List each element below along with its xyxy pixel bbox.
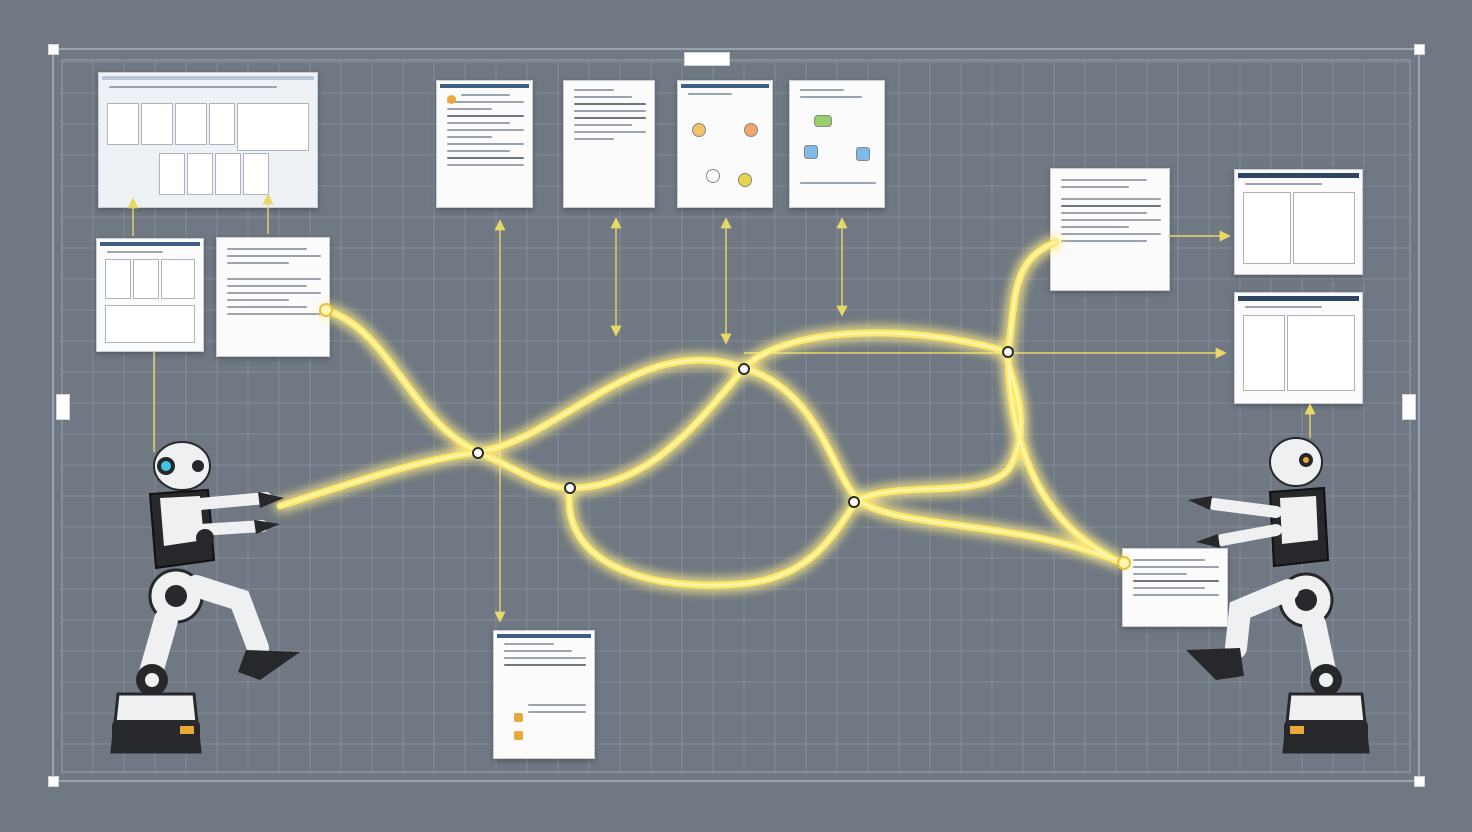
table-screenshot-card-2[interactable]	[1234, 292, 1363, 404]
junction-node-icon	[738, 363, 750, 375]
text-document-card-3[interactable]	[563, 80, 655, 208]
path-endpoint-icon	[319, 303, 333, 317]
junction-node-icon	[848, 496, 860, 508]
frame-handle-top-left[interactable]	[48, 44, 59, 55]
workflow-path-core	[324, 308, 1010, 490]
text-document-card-4[interactable]	[1050, 168, 1170, 291]
frame-handle-bottom-right[interactable]	[1414, 776, 1425, 787]
workflow-glow-paths	[276, 238, 1124, 589]
table-screenshot-card-1[interactable]	[1234, 169, 1363, 275]
workflow-path	[565, 238, 1060, 589]
junction-nodes	[319, 303, 1131, 570]
frame-handle-top-center[interactable]	[684, 52, 730, 66]
robot-icon	[110, 441, 300, 754]
path-endpoint-icon	[1117, 556, 1131, 570]
text-document-card-6[interactable]	[493, 630, 595, 759]
text-document-card-1[interactable]	[216, 237, 330, 357]
diagram-document-card-1[interactable]	[677, 80, 773, 208]
workflow-path-core	[1006, 350, 1122, 564]
frame-handle-top-right[interactable]	[1414, 44, 1425, 55]
text-document-card-5[interactable]	[1122, 548, 1228, 627]
workflow-path-core	[567, 240, 1058, 587]
junction-node-icon	[1002, 346, 1014, 358]
robot-icon	[1186, 437, 1370, 754]
frame-handle-left[interactable]	[56, 394, 70, 420]
text-document-card-2[interactable]	[436, 80, 533, 208]
workflow-path	[276, 356, 1124, 566]
connector-arrows	[127, 193, 1316, 623]
canvas-frame	[52, 48, 1420, 782]
junction-node-icon	[472, 447, 484, 459]
dashboard-screenshot-card[interactable]	[98, 72, 318, 208]
form-screenshot-card[interactable]	[96, 238, 204, 352]
diagram-document-card-2[interactable]	[789, 80, 885, 208]
frame-handle-right[interactable]	[1402, 394, 1416, 420]
junction-node-icon	[564, 482, 576, 494]
frame-handle-bottom-left[interactable]	[48, 776, 59, 787]
